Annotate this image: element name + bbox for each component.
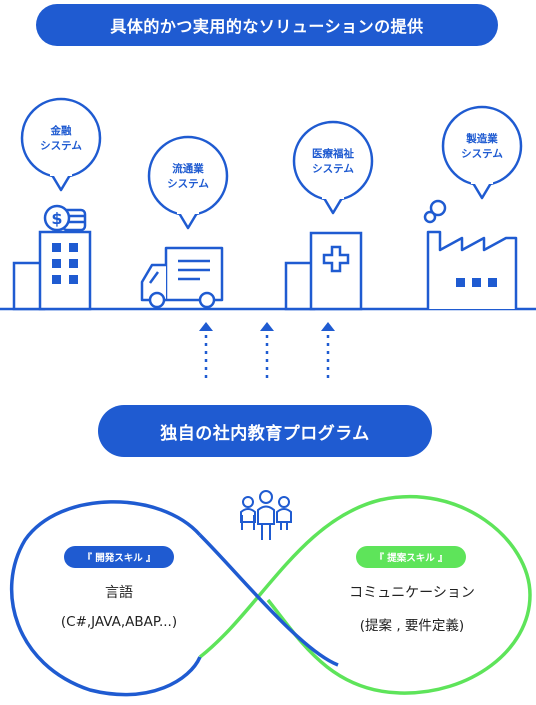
bank-building-icon: $ (12, 204, 92, 311)
people-group-icon (240, 490, 292, 540)
delivery-truck-icon (140, 246, 224, 309)
development-skill-tag: 『 開発スキル 』 (64, 546, 174, 568)
finance-label-line2: システム (40, 140, 82, 152)
distribution-label-line2: システム (167, 178, 209, 190)
development-skill-detail: (C#,JAVA,ABAP...) (60, 614, 178, 630)
infinity-loop-blue (10, 500, 202, 697)
medical-system-label: 医療福祉 システム (293, 147, 373, 177)
finance-label-line1: 金融 (50, 125, 72, 137)
development-skill-title: 言語 (105, 585, 133, 601)
up-arrow-icon (199, 322, 213, 378)
up-arrow-icon (260, 322, 274, 378)
infinity-loop-green (198, 494, 532, 695)
factory-icon (423, 199, 518, 309)
svg-text:$: $ (51, 209, 62, 228)
infinity-loop-blue-cross (198, 533, 339, 667)
manufacturing-system-label: 製造業 システム (442, 132, 522, 162)
manufacturing-label-line1: 製造業 (466, 133, 498, 145)
manufacturing-label-line2: システム (461, 148, 503, 160)
distribution-system-label: 流通業 システム (148, 162, 228, 192)
speech-bubble-manufacturing (441, 105, 523, 200)
medical-label-line1: 医療福祉 (312, 148, 354, 160)
solution-title: 具体的かつ実用的なソリューションの提供 (36, 4, 498, 46)
up-arrow-icon (321, 322, 335, 378)
finance-system-label: 金融 システム (21, 124, 101, 154)
hospital-icon (284, 231, 363, 311)
medical-label-line2: システム (312, 163, 354, 175)
communication-skill-tag: 『 提案スキル 』 (356, 546, 466, 568)
speech-bubble-distribution (147, 135, 229, 230)
education-program-title: 独自の社内教育プログラム (98, 405, 432, 457)
communication-skill-detail: (提案 , 要件定義) (359, 618, 465, 634)
speech-bubble-medical (292, 120, 374, 215)
speech-bubble-finance (20, 97, 102, 192)
distribution-label-line1: 流通業 (172, 163, 204, 175)
communication-skill-title: コミュニケーション (349, 585, 475, 601)
